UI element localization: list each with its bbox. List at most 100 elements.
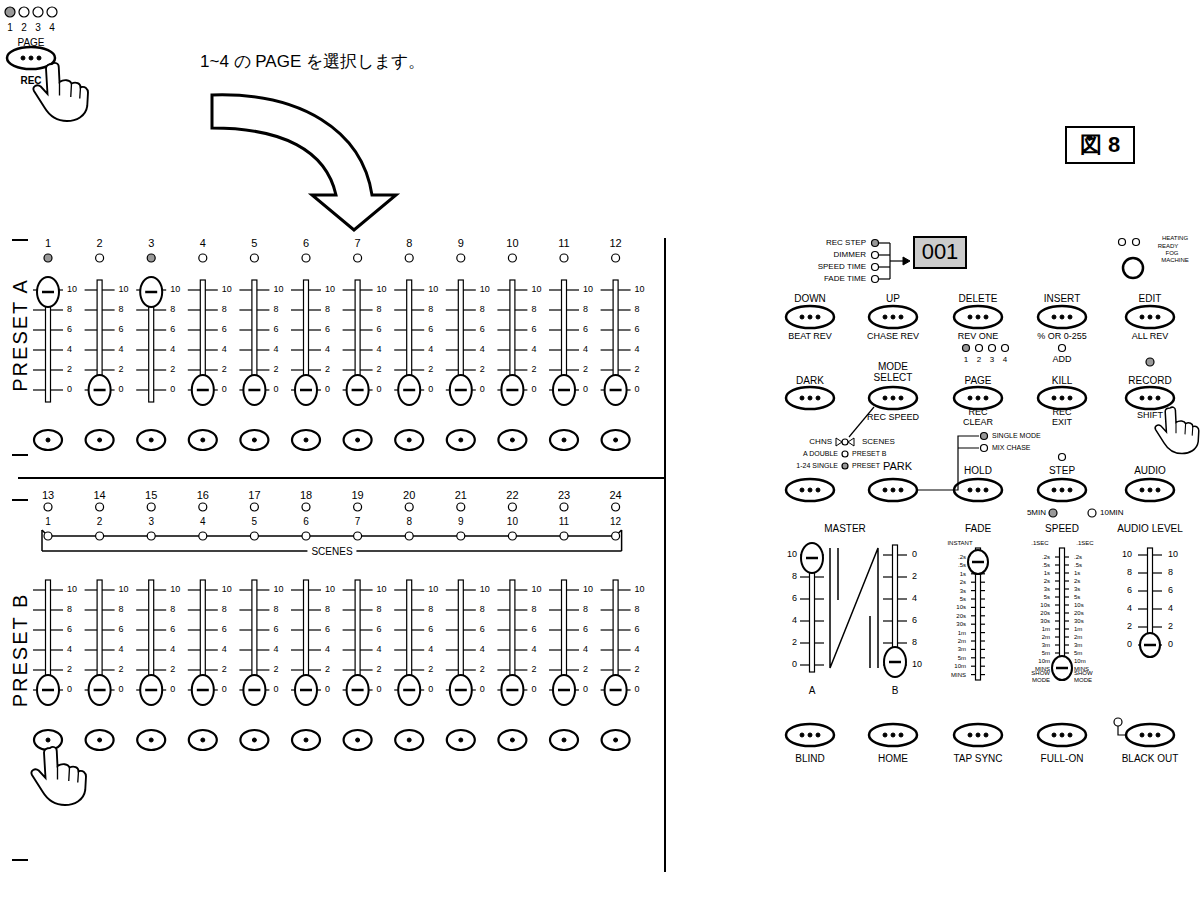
- panel-label: READY: [1158, 243, 1179, 250]
- panel-label: 4: [1127, 604, 1132, 614]
- panel-label: 22: [506, 489, 518, 501]
- panel-label: 2m: [958, 638, 966, 645]
- panel-label: 10: [428, 585, 438, 595]
- flash-button: [602, 430, 630, 450]
- panel-label: BLIND: [795, 753, 824, 764]
- panel-label: 4: [200, 237, 206, 249]
- panel-label: 6: [635, 325, 640, 335]
- knob-line: [197, 389, 209, 392]
- panel-label: 8: [792, 572, 797, 582]
- scene-led: [612, 532, 620, 540]
- fader-knob: [398, 675, 420, 705]
- panel-label: DIMMER: [834, 251, 866, 260]
- panel-label: 17: [248, 489, 260, 501]
- button-dot: [21, 56, 25, 60]
- panel-label: 2: [273, 365, 278, 375]
- panel-label: 4: [325, 645, 330, 655]
- panel-label: 1-24 SINGLE: [796, 462, 838, 470]
- button-dot: [984, 315, 988, 319]
- finger-crease: [60, 82, 81, 99]
- button-dot: [800, 733, 804, 737]
- knob-line: [248, 689, 260, 692]
- panel-label: 4: [428, 645, 433, 655]
- panel-label: 6: [67, 625, 72, 635]
- panel-label: 0: [377, 385, 382, 395]
- panel-label: RECORD: [1128, 375, 1171, 386]
- indicator-led: [405, 503, 413, 511]
- panel-label: .5s: [1074, 562, 1082, 569]
- panel-label: 8: [170, 305, 175, 315]
- panel-label: 8: [119, 305, 124, 315]
- panel-label: DOWN: [794, 293, 826, 304]
- push-button: [786, 724, 834, 746]
- fader-knob: [501, 675, 523, 705]
- button-dot: [1140, 488, 1144, 492]
- indicator-led: [199, 503, 207, 511]
- button-dot: [976, 315, 980, 319]
- section-mark: [12, 454, 28, 456]
- panel-label: 2: [1168, 622, 1173, 632]
- flash-button: [498, 430, 526, 450]
- panel-label: 6: [325, 325, 330, 335]
- push-button: [954, 387, 1002, 409]
- indicator-led: [1088, 509, 1096, 517]
- panel-label: 3m: [1074, 642, 1082, 649]
- scene-bracket: [621, 530, 623, 551]
- panel-label: .5s: [1042, 562, 1050, 569]
- knob-line: [1144, 644, 1156, 647]
- push-button: [786, 479, 834, 501]
- panel-label: 2: [977, 356, 981, 365]
- panel-label: REC CLEAR: [962, 408, 994, 428]
- indicator-triangle: [848, 438, 854, 446]
- panel-label: 6: [912, 616, 917, 626]
- panel-label: 0: [273, 385, 278, 395]
- panel-label: 10: [273, 285, 283, 295]
- indicator-led: [1049, 509, 1057, 517]
- flash-button: [240, 730, 268, 750]
- button-dot: [614, 438, 618, 442]
- panel-label: 6: [325, 625, 330, 635]
- button-dot: [968, 733, 972, 737]
- indicator-led: [33, 7, 43, 17]
- panel-label: 2: [67, 665, 72, 675]
- panel-label: 2: [119, 665, 124, 675]
- button-dot: [1140, 315, 1144, 319]
- indicator-led: [457, 254, 465, 262]
- panel-label: .2s: [958, 554, 966, 561]
- push-button: [954, 724, 1002, 746]
- knob-line: [248, 389, 260, 392]
- indicator-led: [1146, 358, 1154, 366]
- link-line: [1118, 726, 1126, 735]
- panel-label: 4: [531, 345, 536, 355]
- panel-label: 8: [67, 605, 72, 615]
- button-dot: [201, 738, 205, 742]
- panel-label: REC STEP: [826, 239, 866, 248]
- panel-label: UP: [886, 293, 900, 304]
- indicator-led: [199, 254, 207, 262]
- panel-label: PRESET: [852, 462, 880, 470]
- panel-label: 6: [377, 625, 382, 635]
- panel-label: 8: [170, 605, 175, 615]
- panel-label: 0: [635, 385, 640, 395]
- panel-label: 8: [119, 605, 124, 615]
- panel-label: 6: [583, 625, 588, 635]
- panel-label: 4: [583, 345, 588, 355]
- panel-label: 1: [45, 516, 51, 527]
- panel-divider: [18, 477, 665, 479]
- panel-label: 8: [1168, 568, 1173, 578]
- scene-led: [508, 532, 516, 540]
- panel-label: TAP SYNC: [953, 753, 1002, 764]
- panel-label: PRESET A: [9, 278, 31, 391]
- panel-label: 2: [428, 665, 433, 675]
- fader-knob: [450, 375, 472, 405]
- panel-label: 8: [635, 305, 640, 315]
- scene-led: [354, 532, 362, 540]
- panel-label: 10: [531, 585, 541, 595]
- button-dot: [816, 488, 820, 492]
- panel-label: 10: [1168, 550, 1178, 560]
- fader-knob: [450, 675, 472, 705]
- panel-label: 6: [303, 516, 309, 527]
- panel-label: 0: [428, 685, 433, 695]
- panel-label: 8: [325, 605, 330, 615]
- panel-label: 0: [325, 385, 330, 395]
